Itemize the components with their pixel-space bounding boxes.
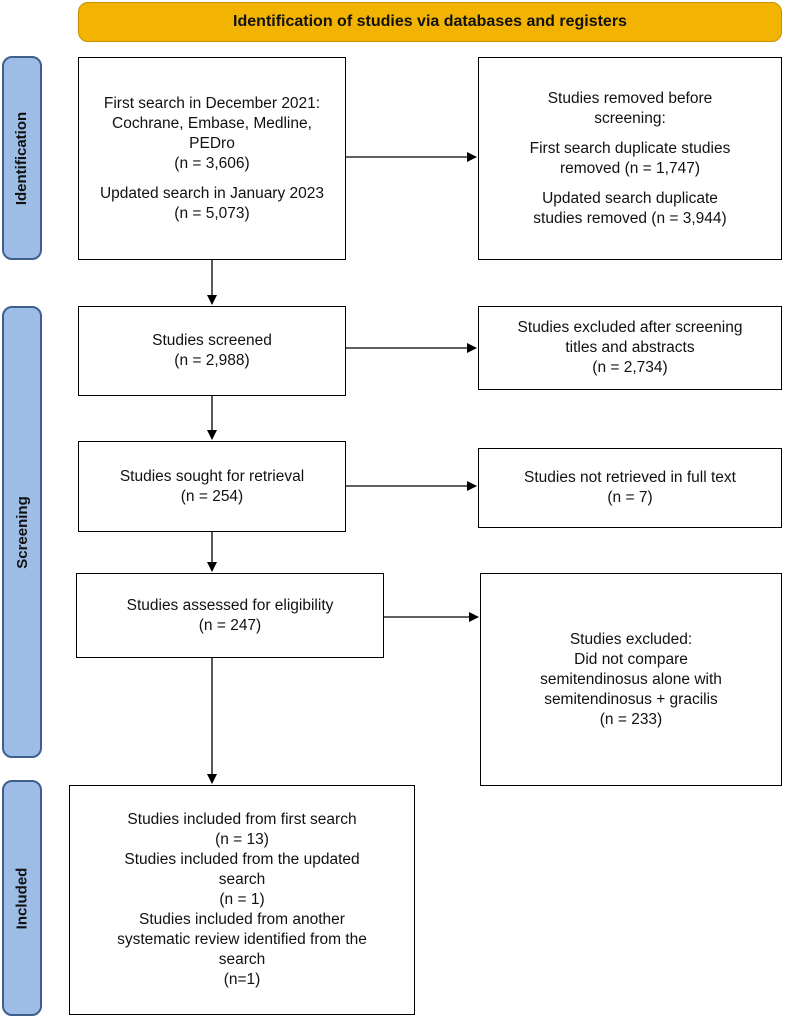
included-line: Studies included from another — [139, 911, 345, 928]
removed-updated-line: Updated search duplicate — [542, 189, 718, 207]
screened-box: Studies screened (n = 2,988) — [78, 306, 346, 396]
not-retrieved-box: Studies not retrieved in full text (n = … — [478, 448, 782, 528]
excluded-line: Did not compare — [574, 650, 688, 668]
included-box: Studies included from first search (n = … — [69, 785, 415, 1015]
not-retrieved-line: (n = 7) — [607, 489, 653, 506]
records-line: First search in December 2021: — [103, 94, 321, 112]
records-line: (n = 5,073) — [174, 204, 250, 222]
included-line: search — [218, 871, 266, 888]
removed-first-line: removed (n = 1,747) — [559, 159, 700, 177]
sought-line: (n = 254) — [180, 487, 244, 505]
removed-title-line: screening: — [594, 109, 666, 127]
excluded-screening-line: Studies excluded after screening — [517, 319, 743, 336]
assessed-line: Studies assessed for eligibility — [126, 596, 334, 614]
header-title: Identification of studies via databases … — [233, 13, 627, 30]
excluded-line: Studies excluded: — [569, 630, 693, 648]
included-line: systematic review identified from the — [117, 931, 367, 948]
removed-updated-line: studies removed (n = 3,944) — [533, 209, 727, 227]
assessed-box: Studies assessed for eligibility (n = 24… — [76, 573, 384, 658]
excluded-box: Studies excluded: Did not compare semite… — [480, 573, 782, 786]
screened-line: Studies screened — [152, 332, 272, 349]
phase-identification: Identification — [2, 56, 42, 260]
records-line: Cochrane, Embase, Medline, — [112, 114, 312, 132]
removed-title-line: Studies removed before — [547, 89, 713, 107]
screened-line: (n = 2,988) — [174, 352, 250, 369]
excluded-line: semitendinosus alone with — [540, 670, 722, 688]
included-line: Studies included from first search — [127, 811, 357, 828]
included-line: (n=1) — [223, 971, 261, 988]
records-line: Updated search in January 2023 — [99, 184, 325, 202]
included-line: search — [218, 951, 266, 968]
assessed-line: (n = 247) — [198, 616, 262, 634]
excluded-line: semitendinosus + gracilis — [544, 690, 718, 708]
sought-box: Studies sought for retrieval (n = 254) — [78, 441, 346, 532]
header-banner: Identification of studies via databases … — [78, 2, 782, 42]
phase-screening: Screening — [2, 306, 42, 758]
excluded-screening-box: Studies excluded after screening titles … — [478, 306, 782, 390]
excluded-screening-line: titles and abstracts — [565, 339, 695, 356]
removed-first-line: First search duplicate studies — [529, 139, 731, 157]
removed-before-screening-box: Studies removed before screening: First … — [478, 57, 782, 260]
not-retrieved-line: Studies not retrieved in full text — [524, 469, 736, 486]
records-line: PEDro — [189, 134, 235, 152]
included-line: Studies included from the updated — [124, 851, 360, 868]
excluded-line: (n = 233) — [599, 710, 663, 728]
records-line: (n = 3,606) — [174, 154, 250, 172]
sought-line: Studies sought for retrieval — [119, 467, 305, 485]
included-line: (n = 13) — [215, 831, 269, 848]
phase-included: Included — [2, 780, 42, 1016]
excluded-screening-line: (n = 2,734) — [592, 359, 668, 376]
included-line: (n = 1) — [219, 891, 265, 908]
records-identified-box: First search in December 2021: Cochrane,… — [78, 57, 346, 260]
